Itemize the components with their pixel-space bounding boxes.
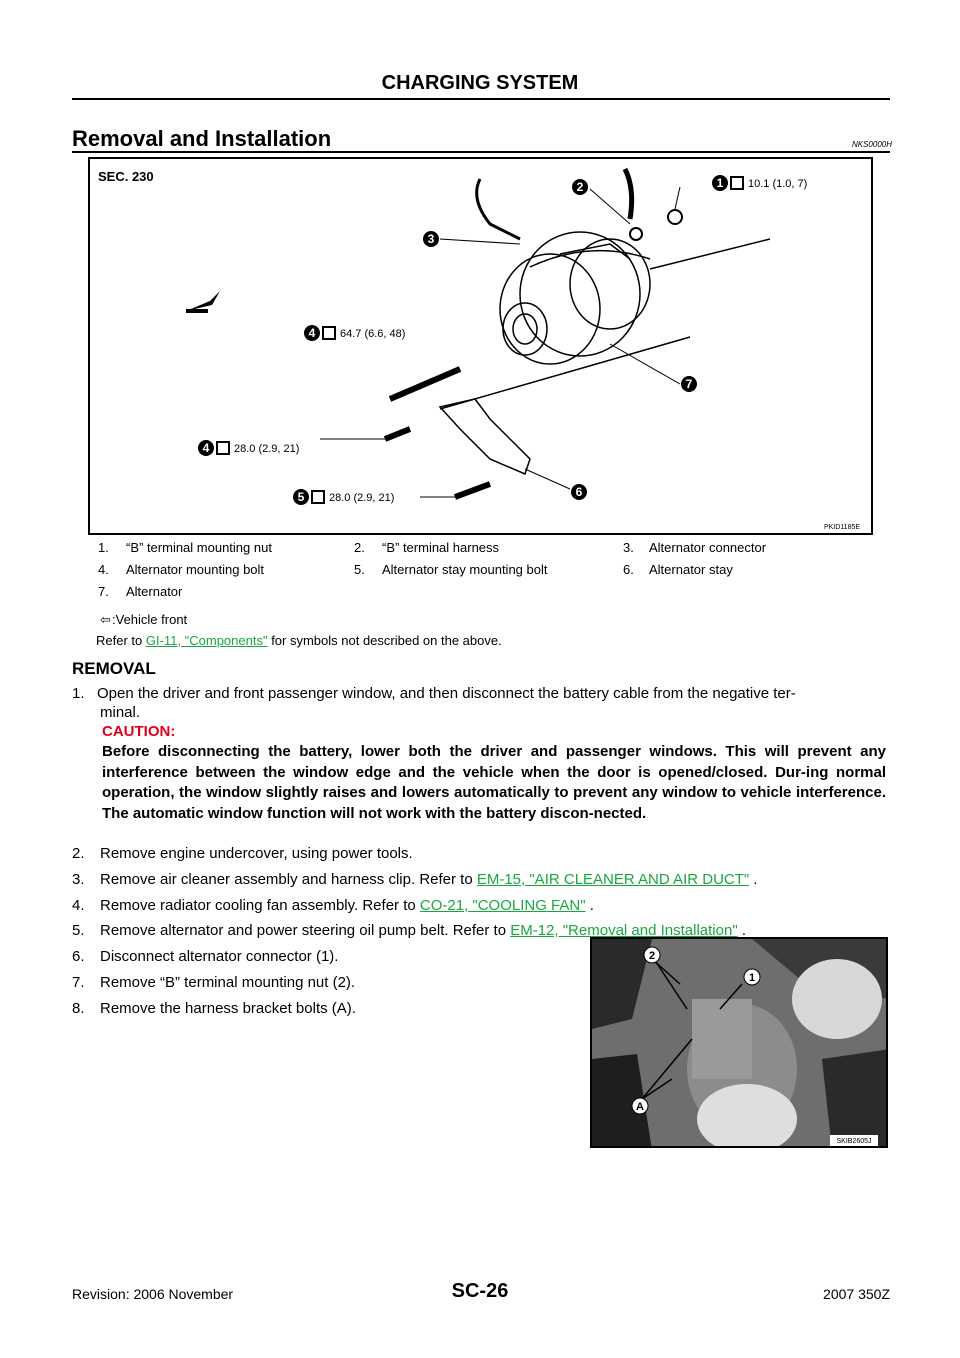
svg-text:4: 4 [309,326,316,340]
legend-row: 7. Alternator [98,584,183,599]
legend-row: 1. “B” terminal mounting nut 2. “B” term… [98,540,767,555]
footer-model: 2007 350Z [823,1286,890,1302]
alternator-photo: 2 1 A SKIB2605J [590,937,888,1148]
step-5: 5.Remove alternator and power steering o… [72,922,746,939]
callout-2: 2 [572,179,588,195]
removal-heading: REMOVAL [72,659,156,678]
callout-1: 1 [712,175,728,191]
svg-text:1: 1 [717,176,724,190]
step-8: 8.Remove the harness bracket bolts (A). [72,1000,356,1017]
torque-value-1: 10.1 (1.0, 7) [748,178,807,190]
step-2: 2.Remove engine undercover, using power … [72,845,413,862]
header-rule [72,98,890,100]
svg-text:7: 7 [686,377,693,391]
photo-id: SKIB2605J [836,1138,871,1145]
svg-text:1: 1 [749,972,755,984]
alternator-exploded-diagram: SEC. 230 [88,157,873,535]
callout-1-photo: 1 [743,968,761,986]
torque-value-5: 28.0 (2.9, 21) [329,492,394,504]
footer-revision: Revision: 2006 November [72,1286,234,1302]
step-7: 7.Remove “B” terminal mounting nut (2). [72,974,356,991]
svg-text:2: 2 [649,950,655,962]
em-15-air-cleaner-link[interactable]: EM-15, "AIR CLEANER AND AIR DUCT" [476,871,750,888]
gi-11-components-link[interactable]: GI-11, "Components" [145,633,268,648]
vehicle-front-icon [186,291,220,313]
svg-text:6: 6 [576,485,583,499]
step-1-line-1: 1. Open the driver and front passenger w… [72,685,796,702]
legend-table: 1. “B” terminal mounting nut 2. “B” term… [98,540,888,606]
sec-label: SEC. 230 [98,169,154,184]
torque-value-4b: 28.0 (2.9, 21) [234,443,299,455]
svg-text:4: 4 [203,441,210,455]
footer-page-number: SC-26 [451,1280,509,1302]
legend-row: 4. Alternator mounting bolt 5. Alternato… [98,562,733,577]
step-3: 3.Remove air cleaner assembly and harnes… [72,871,758,888]
vehicle-front-note: ⇦:Vehicle front [100,612,188,627]
section-code: NKS0000H [851,140,892,149]
step-6: 6.Disconnect alternator connector (1). [72,948,339,965]
torque-icon [216,441,230,455]
step-1-line-2: minal. [100,704,141,721]
callout-a-photo: A [631,1097,649,1115]
figure-id: PKID1185E [824,524,860,531]
caution-heading: CAUTION: [102,723,176,740]
alternator-drawing [439,231,771,410]
callout-6: 6 [571,484,587,500]
callout-7: 7 [681,376,697,392]
page-header-title: CHARGING SYSTEM [381,72,579,94]
svg-text:A: A [636,1101,644,1113]
co-21-cooling-fan-link[interactable]: CO-21, "COOLING FAN" [419,897,586,914]
callout-4a: 4 [304,325,320,341]
callout-4b: 4 [198,440,214,456]
callout-5: 5 [293,489,309,505]
section-rule [72,151,890,153]
front-arrow-icon: ⇦ [100,612,111,627]
caution-text: Before disconnecting the battery, lower … [102,743,886,822]
torque-value-4a: 64.7 (6.6, 48) [340,328,405,340]
svg-text:2: 2 [577,180,584,194]
refer-note: Refer to GI-11, "Components" for symbols… [96,633,502,648]
svg-text:3: 3 [428,232,435,246]
step-4: 4.Remove radiator cooling fan assembly. … [72,897,594,914]
section-title: Removal and Installation [72,126,332,151]
torque-icon [322,326,336,340]
svg-text:5: 5 [298,490,305,504]
torque-icon [730,176,744,190]
em-12-removal-link[interactable]: EM-12, "Removal and Installation" [510,922,738,939]
torque-icon [311,490,325,504]
callout-2-photo: 2 [643,946,661,964]
callout-3: 3 [423,231,439,247]
